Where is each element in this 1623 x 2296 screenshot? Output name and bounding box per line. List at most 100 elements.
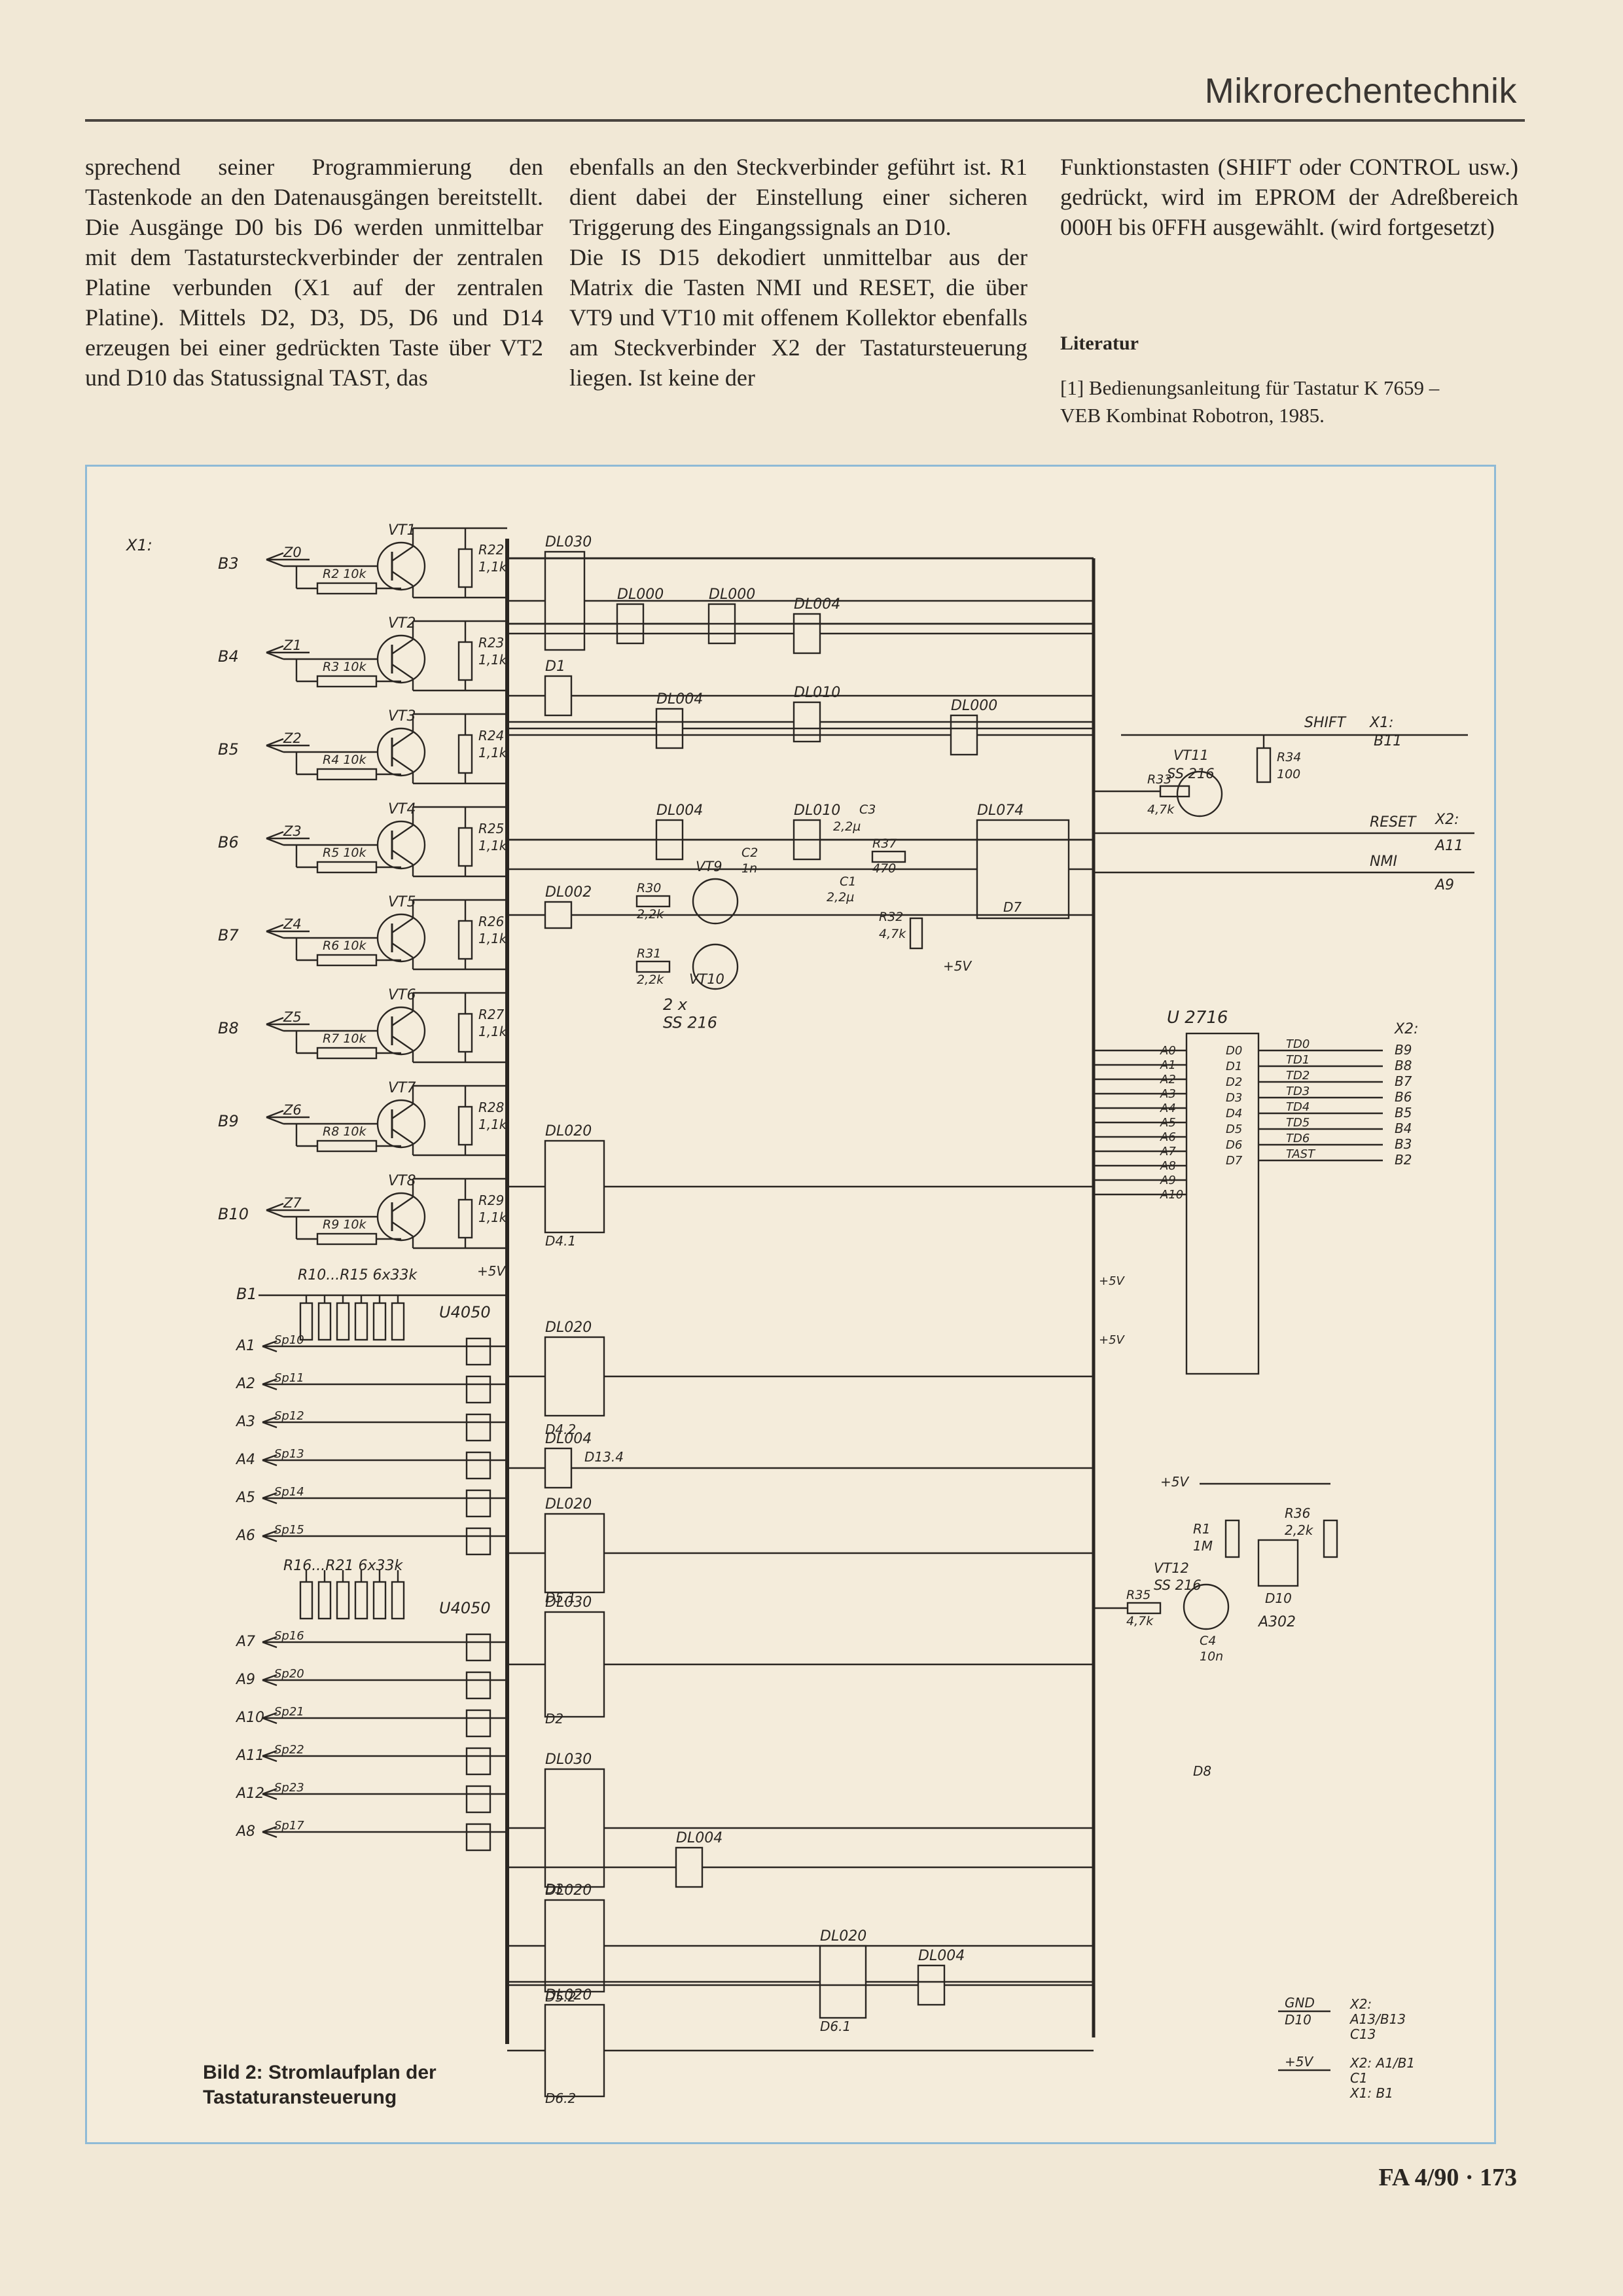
- gate-label: DL000: [617, 586, 664, 603]
- x2-output-signal: RESET: [1370, 814, 1417, 831]
- buffer-label: D4.1: [545, 1233, 576, 1249]
- collector-resistor-label: R25: [478, 821, 504, 836]
- literature-heading: Literatur: [1060, 332, 1139, 354]
- pullup-resistor: [317, 1581, 332, 1620]
- column-input-signal: Sp14: [274, 1485, 304, 1499]
- gate-label: DL000: [951, 698, 997, 714]
- r1-potentiometer: [1224, 1519, 1240, 1558]
- c3-label: C3: [859, 802, 876, 817]
- input-arrow: [262, 1340, 277, 1348]
- logic-gate: [544, 1513, 605, 1594]
- transistor-symbol: [376, 820, 426, 870]
- logic-gate: [544, 901, 573, 929]
- eprom-data-signal: TD3: [1286, 1085, 1310, 1098]
- gate-label: DL020: [545, 1496, 592, 1513]
- figure-caption: Bild 2: Stromlaufplan der Tastaturansteu…: [203, 2062, 437, 2108]
- base-resistor: [316, 861, 378, 874]
- logic-gate: [544, 550, 586, 651]
- input-arrow: [262, 1831, 277, 1839]
- gate-label: DL020: [545, 1882, 592, 1899]
- base-resistor-label: R9 10k: [323, 1217, 367, 1232]
- input-arrow: [262, 1674, 277, 1681]
- x1-label: X1:: [125, 536, 152, 554]
- input-arrow: [266, 1109, 284, 1119]
- eprom-data-label: D4: [1226, 1107, 1242, 1121]
- d10-schmitt-trigger: [1257, 1539, 1299, 1587]
- row-input-label: B3: [218, 554, 239, 573]
- shift-pin-label: B11: [1374, 733, 1402, 749]
- input-arrow: [266, 1023, 284, 1032]
- c2-value: 1n: [741, 861, 757, 876]
- plus5v-label: +5V: [1099, 1333, 1126, 1347]
- column-input-pin: A7: [235, 1634, 255, 1650]
- input-arrow: [262, 1712, 277, 1719]
- eprom-data-pin: B2: [1395, 1152, 1412, 1168]
- transistor-symbol: [376, 1099, 426, 1149]
- buffer-label: D5.2: [545, 1989, 576, 2005]
- transistor-label: VT6: [388, 987, 416, 1003]
- column-input-signal: Sp11: [274, 1371, 304, 1385]
- eprom-data-pin: B9: [1395, 1042, 1412, 1058]
- u4050-buffer-a: [465, 1451, 491, 1480]
- logic-gate: [819, 1945, 867, 2019]
- r36-resistor: [1323, 1519, 1338, 1558]
- transistor-emitter: [391, 1128, 414, 1144]
- transistor-collector: [391, 918, 414, 933]
- pullup-resistor: [391, 1302, 405, 1341]
- collector-resistor-label: R22: [478, 542, 504, 558]
- vt10-label: VT10: [689, 971, 724, 987]
- transistor-collector: [391, 639, 414, 655]
- column-input-signal: Sp23: [274, 1781, 304, 1795]
- input-arrow: [266, 1202, 284, 1211]
- input-arrow: [262, 1679, 277, 1687]
- eprom-data-pin: B5: [1395, 1105, 1412, 1121]
- base-resistor-label: R7 10k: [323, 1031, 367, 1046]
- logic-gate: [655, 708, 684, 749]
- transistor-label: VT5: [388, 894, 416, 910]
- transistor-symbol: [376, 1006, 426, 1056]
- eprom-data-label: D7: [1226, 1154, 1243, 1168]
- collector-resistor-value: 1,1k: [478, 652, 508, 668]
- row-input-label: B5: [218, 740, 239, 759]
- row-signal-label: Z3: [283, 823, 302, 839]
- input-arrow: [266, 1116, 284, 1125]
- collector-resistor-value: 1,1k: [478, 1024, 508, 1039]
- logic-gate: [544, 1611, 605, 1718]
- d10-type: A302: [1257, 1614, 1296, 1630]
- u2716-body: [1185, 1032, 1260, 1375]
- vt12-type: SS 216: [1154, 1577, 1202, 1593]
- eprom-data-pin: B7: [1395, 1073, 1412, 1089]
- column-input-pin: A4: [235, 1452, 255, 1468]
- column-2-text: ebenfalls an den Steckverbinder geführt …: [569, 154, 1027, 391]
- transistor-collector: [391, 546, 414, 562]
- input-arrow: [266, 831, 284, 840]
- buffer-label: D10: [1285, 2012, 1311, 2028]
- vt11-symbol: [1176, 770, 1223, 817]
- r32-resistor: [909, 917, 923, 950]
- eprom-data-signal: TAST: [1286, 1147, 1316, 1161]
- u4050-buffer-a: [465, 1527, 491, 1556]
- vt-type-label: SS 216: [663, 1014, 717, 1032]
- base-resistor-label: R4 10k: [323, 753, 367, 767]
- row-input-label: B6: [218, 833, 239, 852]
- u4050-buffer-b: [465, 1823, 491, 1852]
- eprom-data-label: D1: [1226, 1060, 1242, 1073]
- column-input-pin: A10: [235, 1710, 264, 1726]
- c2-label: C2: [741, 846, 758, 860]
- input-arrow: [262, 1454, 277, 1462]
- d10-label: D10: [1265, 1590, 1292, 1606]
- column-input-signal: Sp12: [274, 1409, 304, 1423]
- pullup-resistor: [299, 1581, 313, 1620]
- collector-resistor: [457, 1013, 473, 1053]
- vt-type-label: 2 x: [663, 996, 688, 1014]
- u4050-label-a: U4050: [439, 1303, 491, 1321]
- text-column-2: ebenfalls an den Steckverbinder geführt …: [569, 152, 1027, 393]
- u4050-buffer-b: [465, 1671, 491, 1700]
- collector-resistor-value: 1,1k: [478, 838, 508, 853]
- column-input-pin: A9: [235, 1672, 255, 1688]
- u4050-buffer-b: [465, 1785, 491, 1814]
- collector-resistor-label: R26: [478, 914, 504, 929]
- power-pin-label: X2:: [1349, 1996, 1372, 2012]
